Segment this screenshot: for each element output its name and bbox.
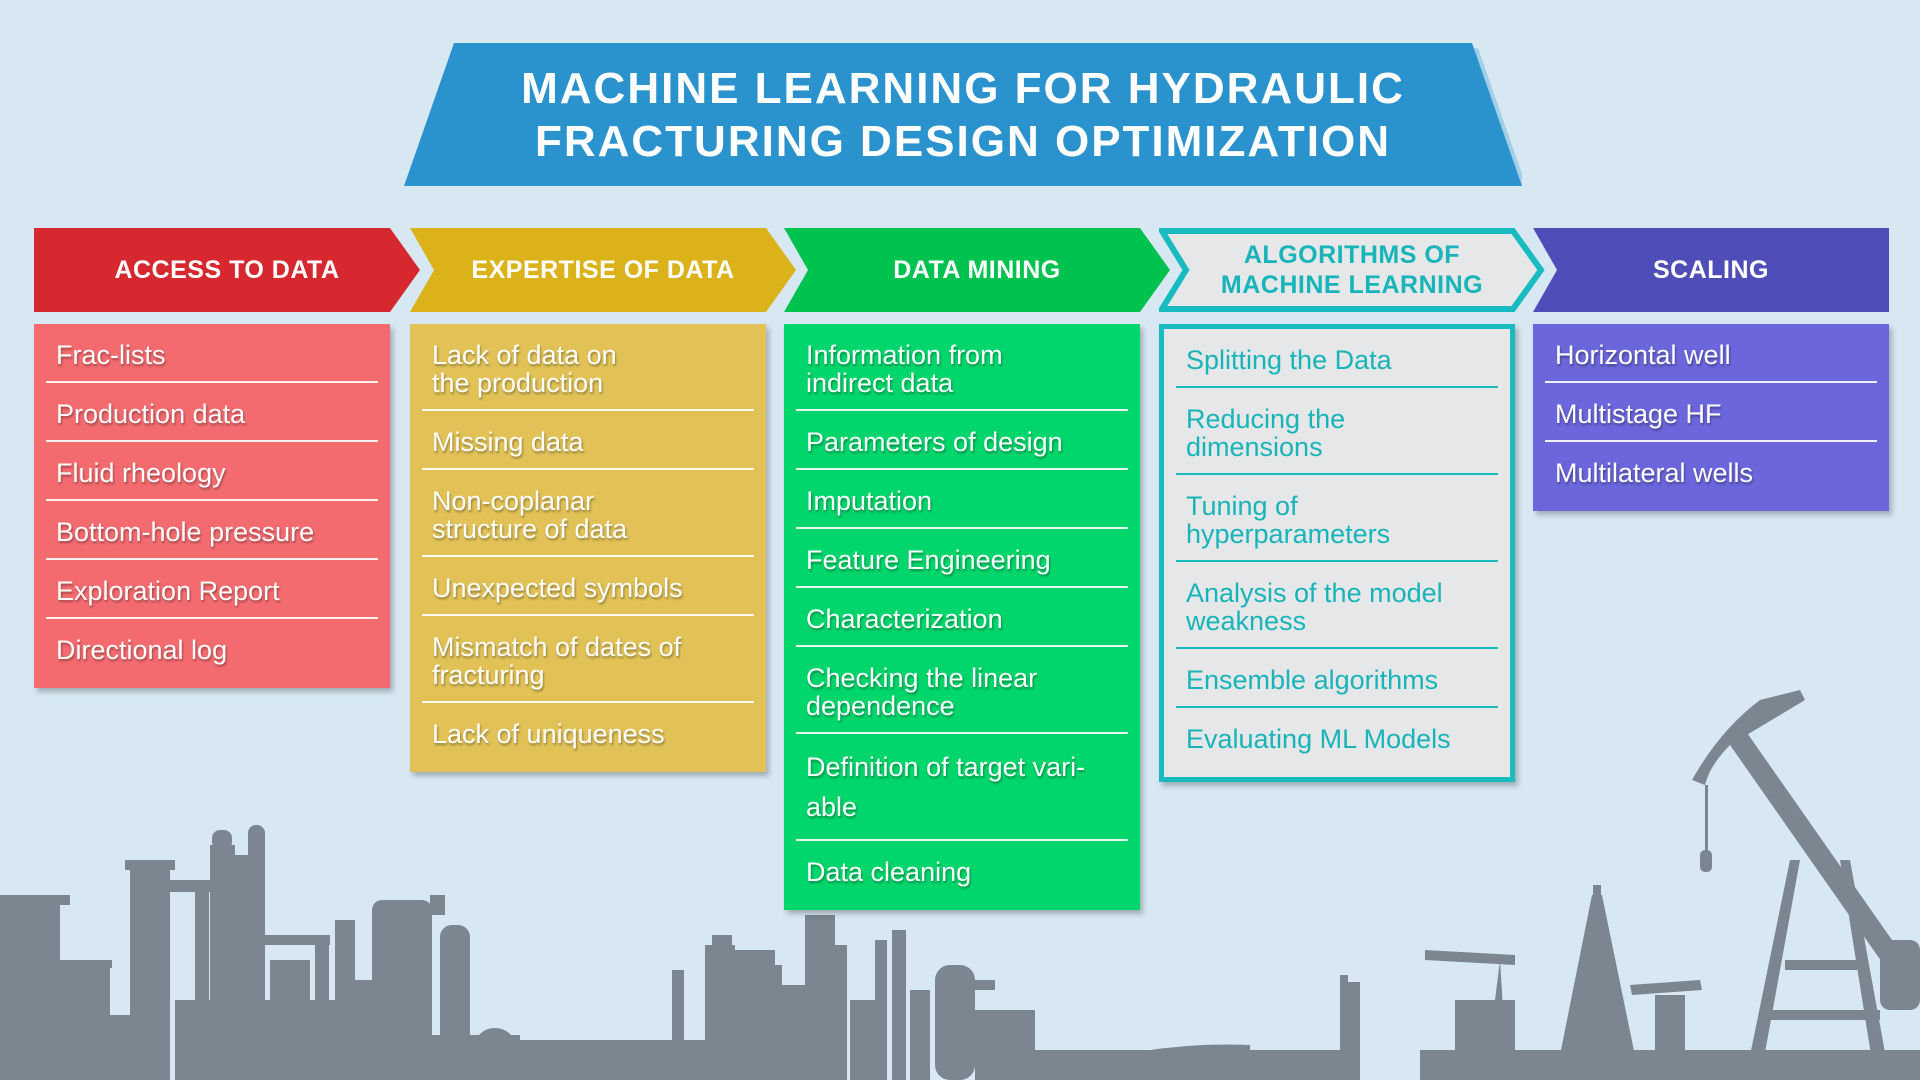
list-item: Tuning of hyperparameters xyxy=(1176,475,1498,562)
column-header-scaling: SCALING xyxy=(1533,228,1919,312)
column-list-algorithms: Splitting the Data Reducing the dimensio… xyxy=(1159,324,1515,782)
list-item: Frac-lists xyxy=(46,324,378,383)
list-item: Feature Engineering xyxy=(796,529,1128,588)
title-banner: MACHINE LEARNING FOR HYDRAULIC FRACTURIN… xyxy=(404,43,1522,186)
chevron-shape xyxy=(1533,228,1889,312)
list-item: Information from indirect data xyxy=(796,324,1128,411)
list-item: Lack of data on the production xyxy=(422,324,754,411)
list-item: Reducing the dimensions xyxy=(1176,388,1498,475)
page-title: MACHINE LEARNING FOR HYDRAULIC FRACTURIN… xyxy=(404,43,1522,186)
chevron-shape xyxy=(784,228,1170,312)
column-list-scaling: Horizontal well Multistage HF Multilater… xyxy=(1533,324,1889,511)
column-header-expertise-of-data: EXPERTISE OF DATA xyxy=(410,228,796,312)
list-item: Bottom-hole pressure xyxy=(46,501,378,560)
list-item: Definition of target vari- able xyxy=(796,734,1128,841)
list-item: Evaluating ML Models xyxy=(1186,724,1451,754)
list-item: Multilateral wells xyxy=(1555,458,1754,488)
title-line-1: MACHINE LEARNING FOR HYDRAULIC xyxy=(521,63,1405,113)
list-item: Lack of uniqueness xyxy=(432,719,665,749)
column-header-label: ACCESS TO DATA xyxy=(114,256,340,284)
list-item: Horizontal well xyxy=(1545,324,1877,383)
list-item: Production data xyxy=(46,383,378,442)
title-line-2: FRACTURING DESIGN OPTIMIZATION xyxy=(534,116,1392,166)
column-header-label: DATA MINING xyxy=(893,256,1061,284)
list-item: Analysis of the model weakness xyxy=(1176,562,1498,649)
column-list-expertise-of-data: Lack of data on the production Missing d… xyxy=(410,324,766,772)
chevron-shape xyxy=(1159,228,1545,312)
list-item: Mismatch of dates of fracturing xyxy=(422,616,754,703)
list-item: Parameters of design xyxy=(796,411,1128,470)
column-header-algorithms: ALGORITHMS OF MACHINE LEARNING xyxy=(1159,228,1545,312)
column-header-access-to-data: ACCESS TO DATA xyxy=(34,228,420,312)
list-item: Imputation xyxy=(796,470,1128,529)
column-header-label: EXPERTISE OF DATA xyxy=(471,256,735,284)
chevron-shape xyxy=(34,228,420,312)
column-header-label: ALGORITHMS OF MACHINE LEARNING xyxy=(1220,241,1484,299)
list-item: Fluid rheology xyxy=(46,442,378,501)
chevron-shape xyxy=(410,228,796,312)
column-header-label: SCALING xyxy=(1653,256,1769,284)
list-item: Unexpected symbols xyxy=(422,557,754,616)
list-item: Characterization xyxy=(796,588,1128,647)
column-list-access-to-data: Frac-lists Production data Fluid rheolog… xyxy=(34,324,390,688)
column-header-data-mining: DATA MINING xyxy=(784,228,1170,312)
list-item: Checking the linear dependence xyxy=(796,647,1128,734)
list-item: Directional log xyxy=(56,635,228,665)
list-item: Ensemble algorithms xyxy=(1176,649,1498,708)
list-item: Data cleaning xyxy=(806,857,972,887)
list-item: Missing data xyxy=(422,411,754,470)
list-item: Multistage HF xyxy=(1545,383,1877,442)
column-list-data-mining: Information from indirect data Parameter… xyxy=(784,324,1140,910)
title-banner-shape xyxy=(404,43,1522,186)
list-item: Non-coplanar structure of data xyxy=(422,470,754,557)
list-item: Exploration Report xyxy=(46,560,378,619)
list-item: Splitting the Data xyxy=(1176,329,1498,388)
